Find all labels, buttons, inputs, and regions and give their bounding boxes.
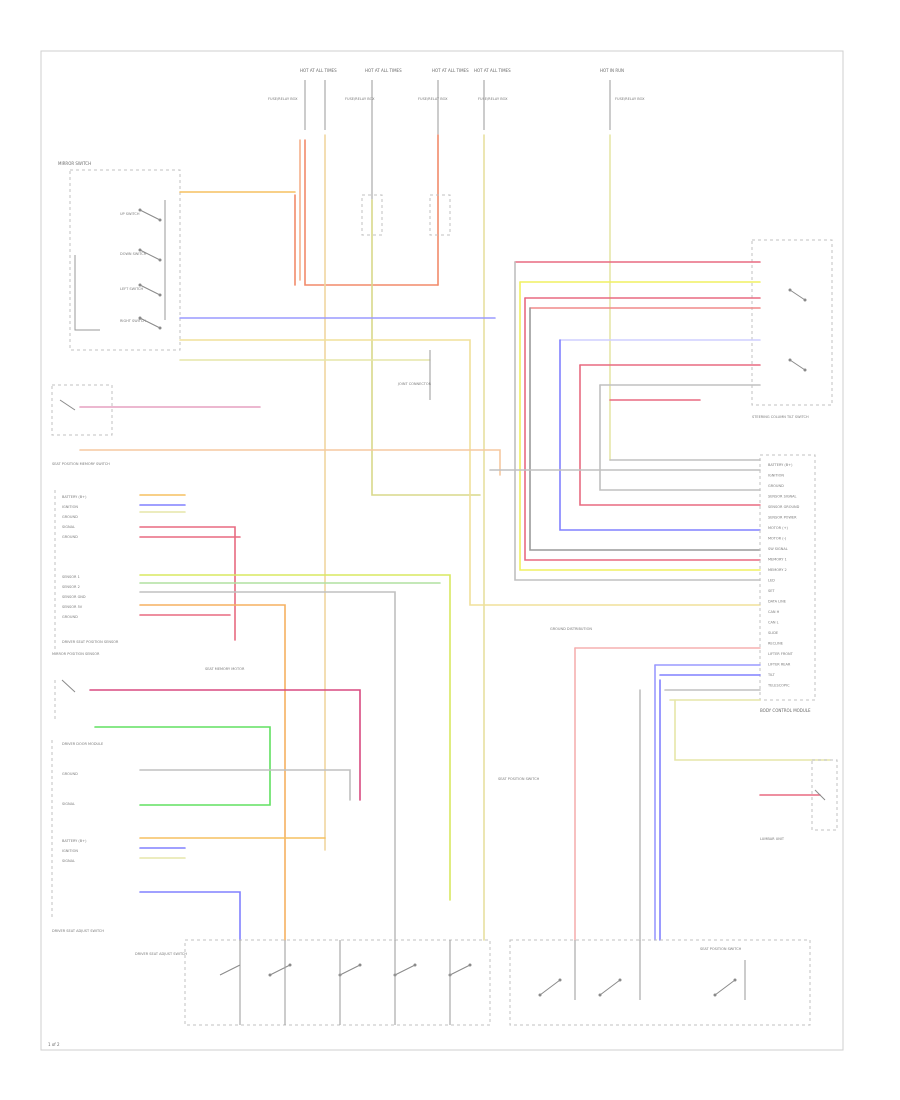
footer-code: 1 of 2 [48,1042,60,1047]
bcm-pin-label: SET [768,589,775,593]
bcm-pin-label: MEMORY 1 [768,558,787,562]
bcm-lower-wires [574,647,831,941]
bcm-pin-list: BATTERY (B+) IGNITION GROUND SENSOR SIGNAL S… [767,463,800,688]
driver-seat-switch-label: DRIVER SEAT ADJUST SWITCH [52,929,104,933]
lumbar-unit-label: LUMBAR UNIT [760,837,785,841]
bcm-pin-label: TELESCOPIC [767,684,790,688]
mirror-switch-wires [179,191,761,606]
fuse-5-label: HOT IN RUN [600,68,624,73]
bcm-pin-label: LED [768,579,775,583]
mirror-switch-title: MIRROR SWITCH [58,161,91,166]
left-top-pin-label: IGNITION [62,505,78,509]
seat-position-bank-label: SEAT POSITION SWITCH [700,947,742,951]
bcm-pin-label: SENSOR POWER [768,516,797,520]
up-switch-label: UP SWITCH [120,212,140,216]
fuse-4-label: HOT AT ALL TIMES [474,68,511,73]
left-mid-pin-label: SENSOR 1 [62,575,80,579]
bcm-pin-label: MEMORY 2 [768,568,787,572]
left-low-pin-label: GROUND [62,772,78,776]
memory-button-label: SEAT POSITION MEMORY SWITCH [52,462,110,466]
memory-switch-block: SEAT POSITION MEMORY SWITCH [51,384,501,476]
fuse-4: HOT AT ALL TIMES FUSE/RELAY BOX [474,68,511,130]
fuse-feed-group: HOT AT ALL TIMES FUSE/RELAY BOX HOT AT A… [268,68,645,200]
seat-memory-motor-label: SEAT MEMORY MOTOR [205,667,245,671]
fuse-4-sub: FUSE/RELAY BOX [478,97,508,101]
fuse-3-label: HOT AT ALL TIMES [432,68,469,73]
left-low-pin-label: SIGNAL [62,802,75,806]
left-bottom-pin-list: BATTERY (B+) IGNITION SIGNAL [62,839,87,863]
diagram-border [40,50,844,1051]
bcm-pin-label: CAN L [768,621,779,625]
left-connector-blocks: DRIVER SEAT POSITION SENSOR BATTERY (B+)… [54,490,451,941]
left-top-pin-label: BATTERY (B+) [62,495,87,499]
seat-position-switch-label: SEAT POSITION SWITCH [498,777,540,781]
mirror-sensor-block: MIRROR POSITION SENSOR [52,652,361,801]
bcm-pin-label: GROUND [768,484,784,488]
bcm-pin-label: BATTERY (B+) [768,463,793,467]
top-ground-block [361,194,451,236]
bcm-pin-label: SENSOR GROUND [768,505,800,509]
bcm-harness-wires [489,261,761,581]
bcm-label: BODY CONTROL MODULE [760,708,811,713]
bcm-pin-label: MOTOR (+) [768,526,789,530]
bcm-pin-label: TILT [767,673,776,677]
fuse-3-sub: FUSE/RELAY BOX [418,97,448,101]
fuse-5: HOT IN RUN FUSE/RELAY BOX [600,68,645,130]
fuse-2-label: HOT AT ALL TIMES [365,68,402,73]
fuse-1-sub: FUSE/RELAY BOX [268,97,298,101]
mirror-sensor-label: MIRROR POSITION SENSOR [52,652,100,656]
fuse-2-sub: FUSE/RELAY BOX [345,97,375,101]
left-mid-pin-label: SENSOR GND [62,595,86,599]
ground-block-label: GROUND DISTRIBUTION [550,627,592,631]
steering-column-label: STEERING COLUMN TILT SWITCH [752,415,809,419]
fuse-1-label: HOT AT ALL TIMES [300,68,337,73]
lumbar-unit: LUMBAR UNIT [760,759,838,841]
bottom-right-switch-bank: SEAT POSITION SWITCH [509,939,811,1026]
left-mid-pin-list: SENSOR 1 SENSOR 2 SENSOR GND SENSOR 5V GROUN… [62,575,86,619]
driver-door-label: DRIVER DOOR MODULE [62,742,103,746]
fuse-1: HOT AT ALL TIMES FUSE/RELAY BOX [268,68,337,130]
fuse-5-sub: FUSE/RELAY BOX [615,97,645,101]
bcm-pin-label: RECLINE [768,642,783,646]
seat-module-left-label: DRIVER SEAT POSITION SENSOR [62,640,119,644]
bcm-pin-label: SENSOR SIGNAL [768,495,797,499]
bcm-pin-label: IGNITION [768,474,784,478]
bcm-pin-label: SW SIGNAL [768,547,788,551]
body-control-module: BODY CONTROL MODULE BATTERY (B+) IGNITION… [759,454,816,713]
left-top-pin-label: SIGNAL [62,525,75,529]
jct-connector-label: JOINT CONNECTOR [397,382,432,386]
left-top-pin-list: BATTERY (B+) IGNITION GROUND SIGNAL GROUND [62,495,87,539]
mirror-switch-group: MIRROR SWITCH UP SWITCH DOWN SWITCH LEFT… [58,161,181,351]
right-switch-label: RIGHT SWITCH [120,319,146,323]
bcm-pin-label: CAN H [768,610,780,614]
fuse-3: HOT AT ALL TIMES FUSE/RELAY BOX [418,68,469,200]
bcm-pin-label: MOTOR (-) [768,537,787,541]
left-bottom-pin-label: IGNITION [62,849,78,853]
left-top-pin-label: GROUND [62,535,78,539]
bcm-pin-label: LIFTER REAR [768,663,791,667]
left-mid-pin-label: GROUND [62,615,78,619]
bcm-pin-label: SLIDE [768,631,778,635]
left-mid-pin-label: SENSOR 5V [62,605,83,609]
down-switch-label: DOWN SWITCH [120,252,147,256]
left-switch-label: LEFT SWITCH [120,287,143,291]
left-low-pin-list: GROUND SIGNAL [62,772,78,806]
center-labels: SEAT MEMORY MOTOR JOINT CONNECTOR GROUND… [205,382,592,781]
left-mid-pin-label: SENSOR 2 [62,585,80,589]
left-bottom-pin-label: BATTERY (B+) [62,839,87,843]
seat-adjust-switch-label: DRIVER SEAT ADJUST SWITCH [135,952,187,956]
bcm-pin-label: DATA LINE [768,600,786,604]
bcm-pin-label: LIFTER FRONT [768,652,794,656]
main-feed-wires [294,134,611,941]
fuse-2: HOT AT ALL TIMES FUSE/RELAY BOX [345,68,402,200]
driver-door-module: DRIVER DOOR MODULE GROUND SIGNAL BATTERY … [51,726,351,941]
left-bottom-pin-label: SIGNAL [62,859,75,863]
steering-column-block: STEERING COLUMN TILT SWITCH [751,239,833,419]
left-top-pin-label: GROUND [62,515,78,519]
bottom-switch-bank: DRIVER SEAT ADJUST SWITCH [135,939,491,1026]
